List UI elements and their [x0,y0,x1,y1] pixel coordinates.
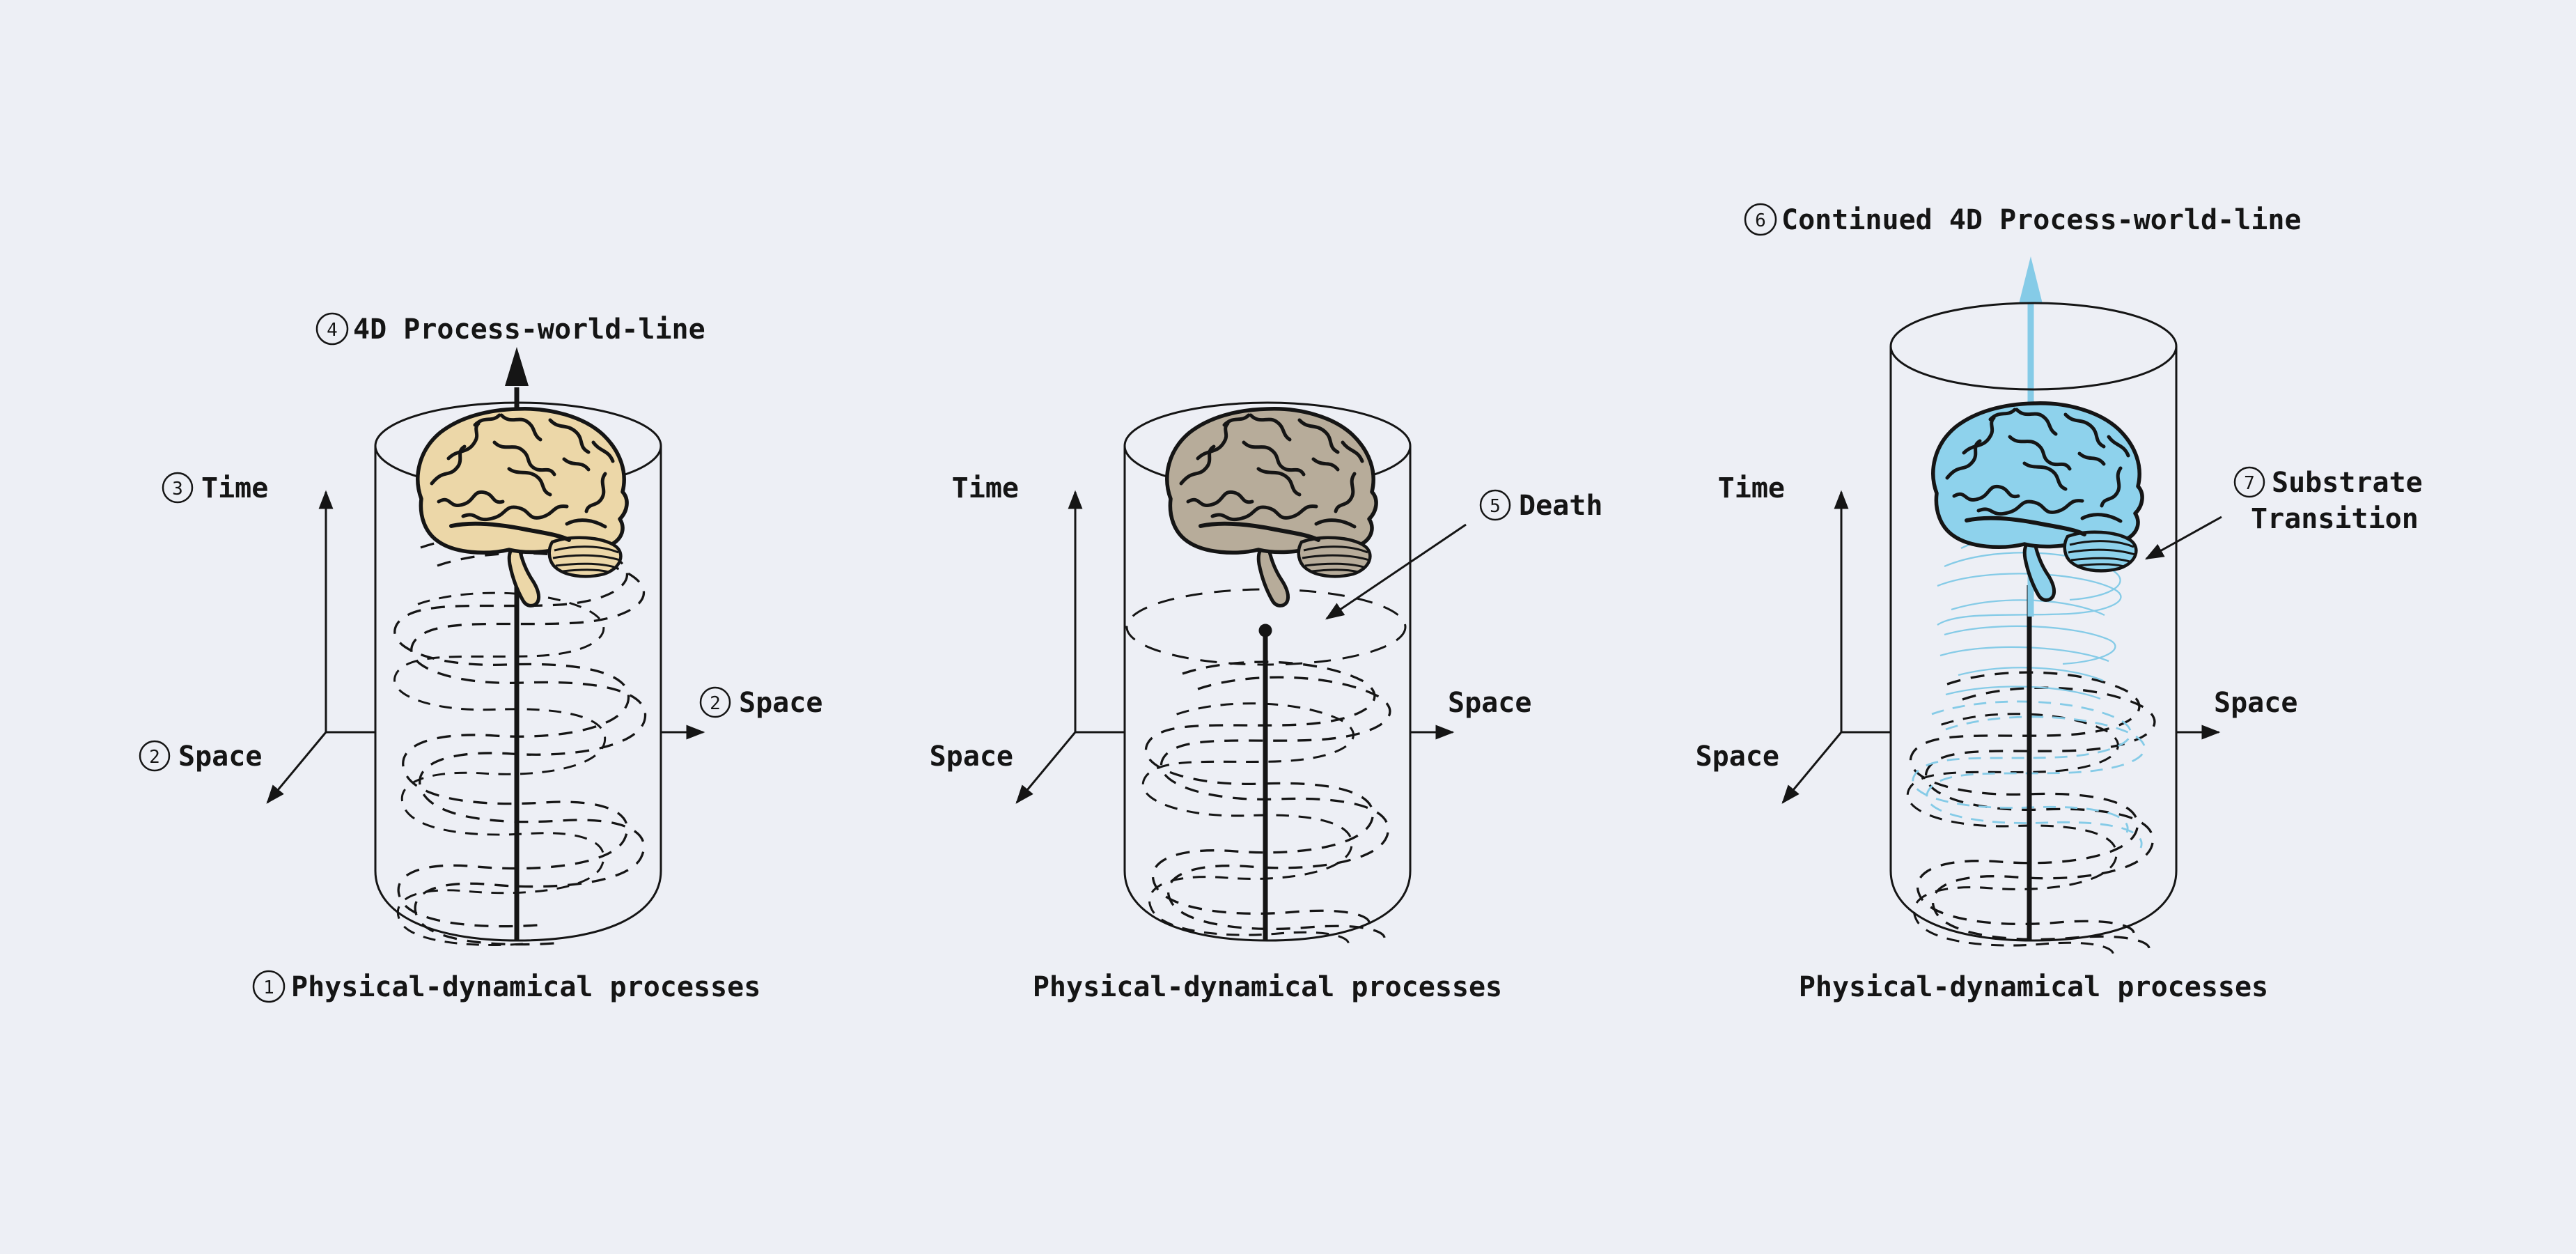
panel-death: 5 Death Time Space Space Physical-dynami… [930,401,1602,1003]
space-left-number: 2 [149,747,160,768]
death-label: Death [1519,490,1602,522]
cylinder-body [374,446,662,942]
time-label: Time [201,472,268,504]
death-pointer-arrow [1325,523,1467,620]
panel-substrate-transition: 6 Continued 4D Process-world-line 7 Subs… [1696,203,2423,1003]
transition-number: 7 [2244,473,2255,494]
caption-number: 1 [263,977,274,998]
numbered-circle-1 [252,970,286,1003]
brain-substrate [1933,403,2142,601]
numbered-circle-5 [1479,489,1511,521]
space-axis-diagonal [1781,732,1843,804]
caption: Physical-dynamical processes [1033,971,1502,1003]
worldline-number: 4 [327,320,338,341]
numbered-circle-3 [162,472,194,504]
cylinder-body [1123,446,1412,942]
numbered-circle-2b [699,686,731,718]
time-number: 3 [172,479,183,500]
panel-physical-processes: 4 4D Process-world-line 3 Time 2 Space 2… [139,312,822,1003]
cylinder-top [1889,302,2178,391]
numbered-circle-7 [2233,466,2265,498]
space-right-number: 2 [710,693,721,714]
worldline-label: Continued 4D Process-world-line [1781,204,2302,236]
space-left-label: Space [930,741,1013,773]
worldline-label: 4D Process-world-line [353,314,705,346]
numbered-circle-2a [139,740,171,772]
brain-deceased [1167,409,1376,606]
transition-label-line2: Transition [2251,503,2419,535]
worldline-number: 6 [1755,210,1766,231]
transition-pointer-arrow [2144,516,2222,560]
transition-label-line1: Substrate [2272,467,2423,499]
caption: Physical-dynamical processes [1799,971,2268,1003]
numbered-circle-4 [315,312,349,346]
space-right-label: Space [739,687,822,719]
time-label: Time [1718,472,1785,504]
brain-biological [418,409,627,606]
death-number: 5 [1490,496,1501,517]
space-axis-diagonal [1015,732,1077,804]
death-point [1258,624,1272,637]
continued-worldline-arrowhead-icon [2019,256,2043,304]
caption: Physical-dynamical processes [291,971,760,1003]
space-axis-diagonal [266,732,327,804]
space-left-label: Space [178,741,262,773]
worldline-arrowhead-icon [505,347,529,386]
cylinder-body [1889,346,2178,942]
time-label: Time [952,472,1019,504]
space-right-label: Space [1448,687,1531,719]
space-left-label: Space [1696,741,1779,773]
space-right-label: Space [2214,687,2297,719]
numbered-circle-6 [1744,203,1777,236]
